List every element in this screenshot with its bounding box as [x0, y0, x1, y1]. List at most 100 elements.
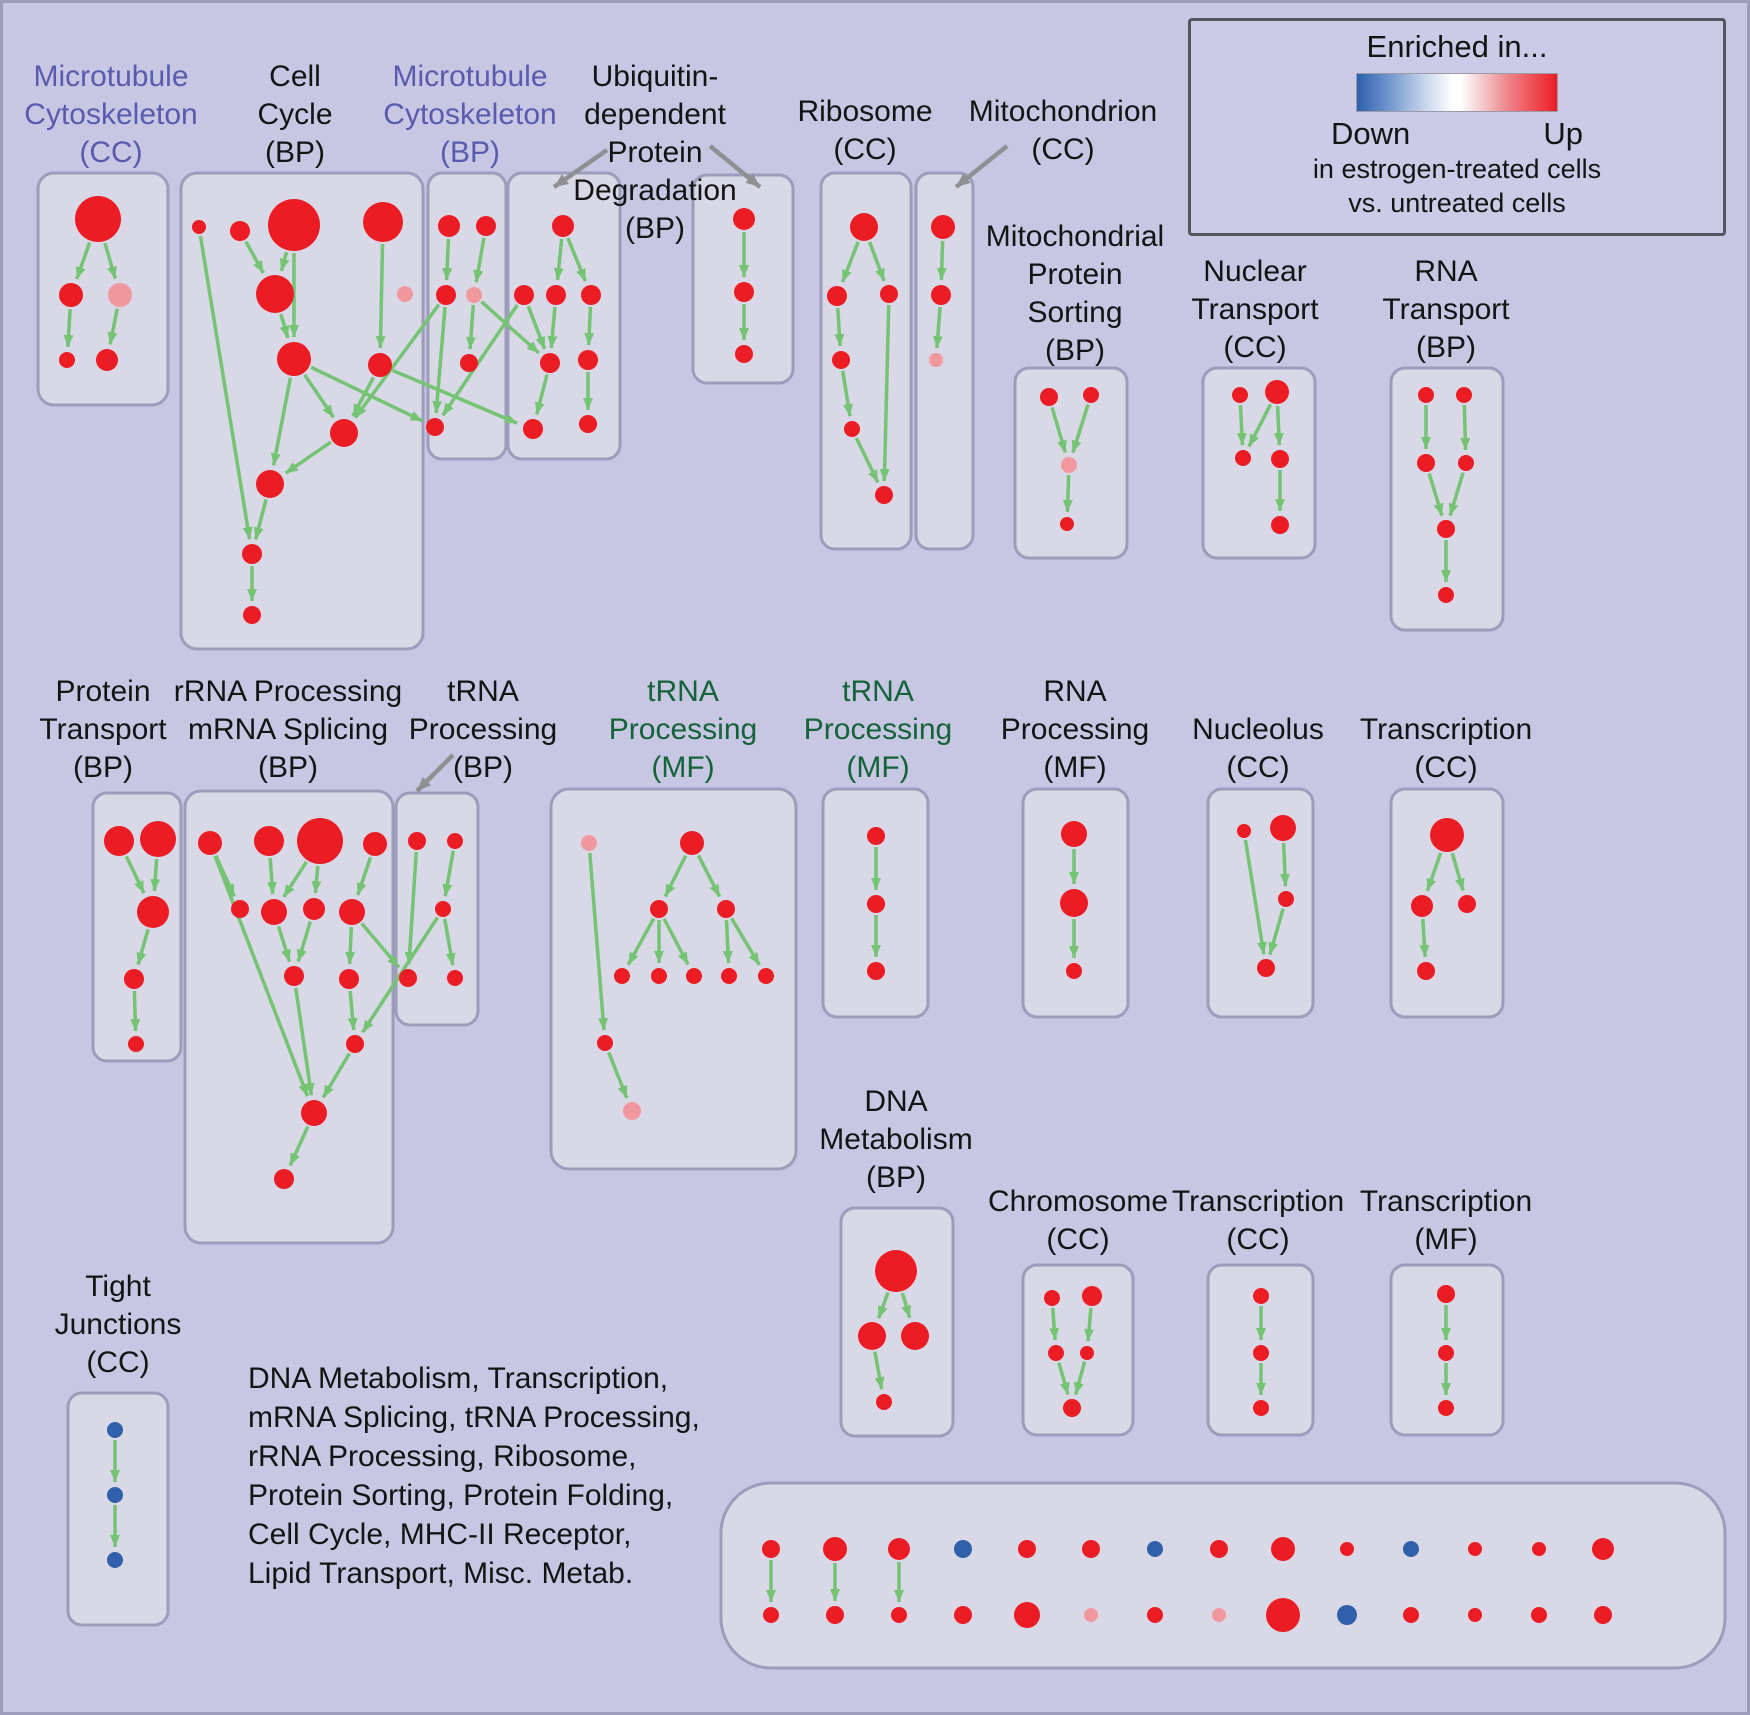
edge-arrow [1084, 1307, 1095, 1342]
go-term-node [832, 351, 850, 369]
go-term-node [867, 827, 885, 845]
edge-arrow [124, 855, 146, 894]
go-term-node [721, 968, 737, 984]
misc-cluster-caption: DNA Metabolism, Transcription, mRNA Spli… [248, 1359, 700, 1593]
legend-up-label: Up [1543, 116, 1583, 151]
go-term-node [1212, 1608, 1226, 1622]
go-term-node [1340, 1542, 1354, 1556]
edge-arrow [345, 926, 356, 965]
go-term-node [867, 895, 885, 913]
go-term-node [75, 196, 121, 242]
edge-arrow [932, 306, 943, 349]
go-term-node [438, 215, 460, 237]
cluster-box-rna-transport-bp [1389, 366, 1505, 632]
go-term-node [579, 415, 597, 433]
edge-arrow [840, 241, 860, 283]
edge-arrow [294, 987, 315, 1096]
edge-arrow [663, 854, 688, 898]
edge-arrow [279, 313, 290, 339]
go-term-node [876, 1394, 892, 1410]
go-term-node [1417, 962, 1435, 980]
go-term-node [339, 899, 365, 925]
edge-arrow [854, 437, 880, 484]
go-term-node [1080, 1346, 1094, 1360]
edge-arrow [130, 990, 141, 1032]
go-term-node [1266, 1598, 1300, 1632]
edge-arrow [103, 242, 117, 280]
edge-arrow [303, 373, 335, 419]
edge-arrow [1425, 852, 1443, 892]
go-term-node [466, 287, 482, 303]
go-term-node [826, 1606, 844, 1624]
edge-arrow [1236, 404, 1247, 446]
label-pointer-arrow [415, 753, 455, 793]
edge-arrow [296, 920, 312, 963]
go-term-node [297, 818, 343, 864]
go-term-node [891, 1607, 907, 1623]
edge-arrow [150, 858, 161, 892]
edge-arrow [1071, 404, 1090, 454]
go-term-node [242, 544, 262, 564]
go-term-node [284, 966, 304, 986]
misc-caption-line: Cell Cycle, MHC-II Receptor, [248, 1518, 632, 1551]
go-term-node [277, 342, 311, 376]
edge-arrow [404, 851, 419, 965]
go-term-node [1417, 454, 1435, 472]
go-term-node [651, 968, 667, 984]
edge-arrow [879, 304, 891, 482]
edge-arrow [288, 1125, 310, 1167]
edge-arrow [282, 861, 308, 898]
go-term-node [578, 350, 598, 370]
go-term-node [363, 202, 403, 242]
edge-arrow [566, 237, 587, 282]
edge-arrow [136, 928, 150, 966]
go-term-node [274, 1169, 294, 1189]
label-pointer-arrow [708, 144, 762, 189]
go-term-node [256, 470, 284, 498]
go-term-node [1147, 1541, 1163, 1557]
cluster-box-misc-clusters [719, 1481, 1727, 1670]
legend-box: Enriched in... Down Up in estrogen-treat… [1188, 18, 1726, 236]
edge-arrow [311, 865, 322, 894]
go-term-node [1253, 1345, 1269, 1361]
go-term-node [243, 606, 261, 624]
edge-arrow [1050, 407, 1068, 454]
cluster-box-ribosome-cc [819, 171, 913, 551]
edge-arrow [442, 238, 453, 281]
edge-arrow [279, 251, 290, 272]
go-term-node [1418, 387, 1434, 403]
go-term-node [734, 282, 754, 302]
go-term-node [426, 418, 444, 436]
go-term-node [1018, 1540, 1036, 1558]
go-term-node [1458, 455, 1474, 471]
go-term-node [1271, 516, 1289, 534]
edge-arrow [347, 990, 358, 1031]
edge-arrow [270, 377, 293, 466]
network-diagram [36, 144, 1727, 1670]
go-term-node [1257, 959, 1275, 977]
label-pointer-arrow [552, 148, 609, 189]
edge-arrow [1073, 1361, 1087, 1395]
edge-arrow [1273, 405, 1284, 446]
edge-arrow [584, 306, 595, 346]
go-term-node [261, 899, 287, 925]
cluster-box-nucleolus-cc [1206, 787, 1315, 1019]
go-term-node [128, 1036, 144, 1052]
go-term-node [107, 1552, 123, 1568]
go-term-node [1270, 815, 1296, 841]
go-term-node [1061, 457, 1077, 473]
go-term-node [1082, 1286, 1102, 1306]
edge-arrow [841, 370, 854, 417]
go-term-node [1456, 387, 1472, 403]
edge-arrow [1062, 474, 1073, 513]
go-term-node [1278, 891, 1294, 907]
edge-arrow [553, 238, 564, 281]
go-term-node [1403, 1541, 1419, 1557]
go-term-node [1235, 450, 1251, 466]
edge-arrow [547, 306, 558, 349]
go-term-node [717, 900, 735, 918]
edge-arrow [253, 499, 268, 540]
go-term-node [823, 1537, 847, 1561]
go-term-node [1253, 1400, 1269, 1416]
edge-arrow [244, 240, 265, 274]
